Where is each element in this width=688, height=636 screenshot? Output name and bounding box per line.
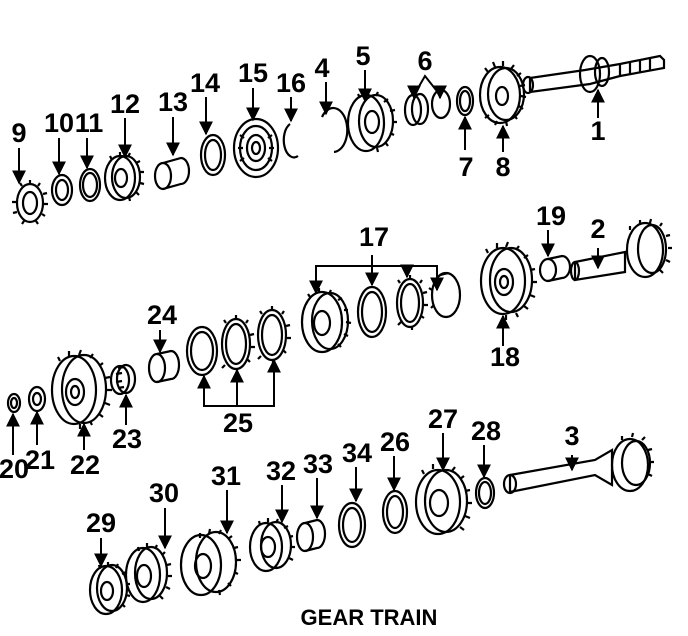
ring-parts-10-11 [50,167,102,207]
callout-10: 10 [44,108,74,138]
input-shaft-part-1 [521,54,666,95]
callout-34: 34 [342,438,372,468]
gear-part-8 [478,61,527,127]
gear-part-18 [479,241,537,320]
gear-part-30 [124,543,172,604]
synchro-gear-part-5 [346,90,397,153]
output-shaft-part-3 [502,432,654,495]
callout-18: 18 [490,342,520,372]
callout-14: 14 [190,68,220,98]
synchro-hub-part-15 [232,117,280,179]
callout-5: 5 [355,41,370,71]
callout-25: 25 [223,408,253,438]
callout-19: 19 [536,201,566,231]
synchro-gear-part-32 [248,518,295,573]
snap-ring-part-16 [282,123,299,159]
callout-13: 13 [158,87,188,117]
gear-part-22 [50,349,112,429]
callout-33: 33 [303,449,333,479]
callout-22: 22 [70,450,100,480]
bushing-part-19 [538,254,572,283]
callout-28: 28 [471,416,501,446]
callout-29: 29 [86,508,116,538]
countershaft-part-2 [569,218,672,282]
callout-17: 17 [359,222,389,252]
callout-4: 4 [314,53,329,83]
callout-26: 26 [380,427,410,457]
ring-part-34 [337,501,367,549]
bushing-part-33 [295,518,327,553]
callout-3: 3 [564,421,579,451]
ring-part-28 [474,476,496,510]
synchro-set-part-17 [300,271,462,354]
callout-9: 9 [11,118,26,148]
sleeve-part-24 [147,349,181,384]
gear-part-31 [179,528,241,597]
callout-32: 32 [266,456,296,486]
gear-part-9 [12,180,48,225]
diagram-title: GEAR TRAIN [301,605,438,630]
callout-20: 20 [0,454,29,484]
snap-ring-part-4 [321,106,349,154]
callout-11: 11 [75,108,104,138]
callout-1: 1 [590,116,605,146]
bushing-part-13 [153,156,191,191]
callout-31: 31 [211,461,241,491]
synchro-ring-set-part-25 [185,306,291,377]
callout-23: 23 [112,424,142,454]
callout-27: 27 [428,404,458,434]
needle-bearing-part-23 [109,363,137,396]
callout-8: 8 [495,152,510,182]
callout-16: 16 [276,68,306,98]
gear-part-27 [414,462,472,536]
leader-lines [5,70,605,568]
callout-21: 21 [25,445,55,475]
ring-part-26 [381,489,409,535]
gear-part-12 [103,152,145,202]
callout-labels: 1 2 3 4 5 6 7 8 9 10 11 12 13 14 15 16 1… [0,41,606,538]
callout-2: 2 [590,214,605,244]
callout-6: 6 [417,46,432,76]
callout-24: 24 [147,300,177,330]
callout-30: 30 [149,478,179,508]
ring-part-14 [199,133,227,177]
callout-15: 15 [238,58,268,88]
callout-7: 7 [458,152,473,182]
gear-part-29 [88,562,131,616]
callout-12: 12 [110,89,140,119]
washer-parts-20-21 [6,385,47,414]
